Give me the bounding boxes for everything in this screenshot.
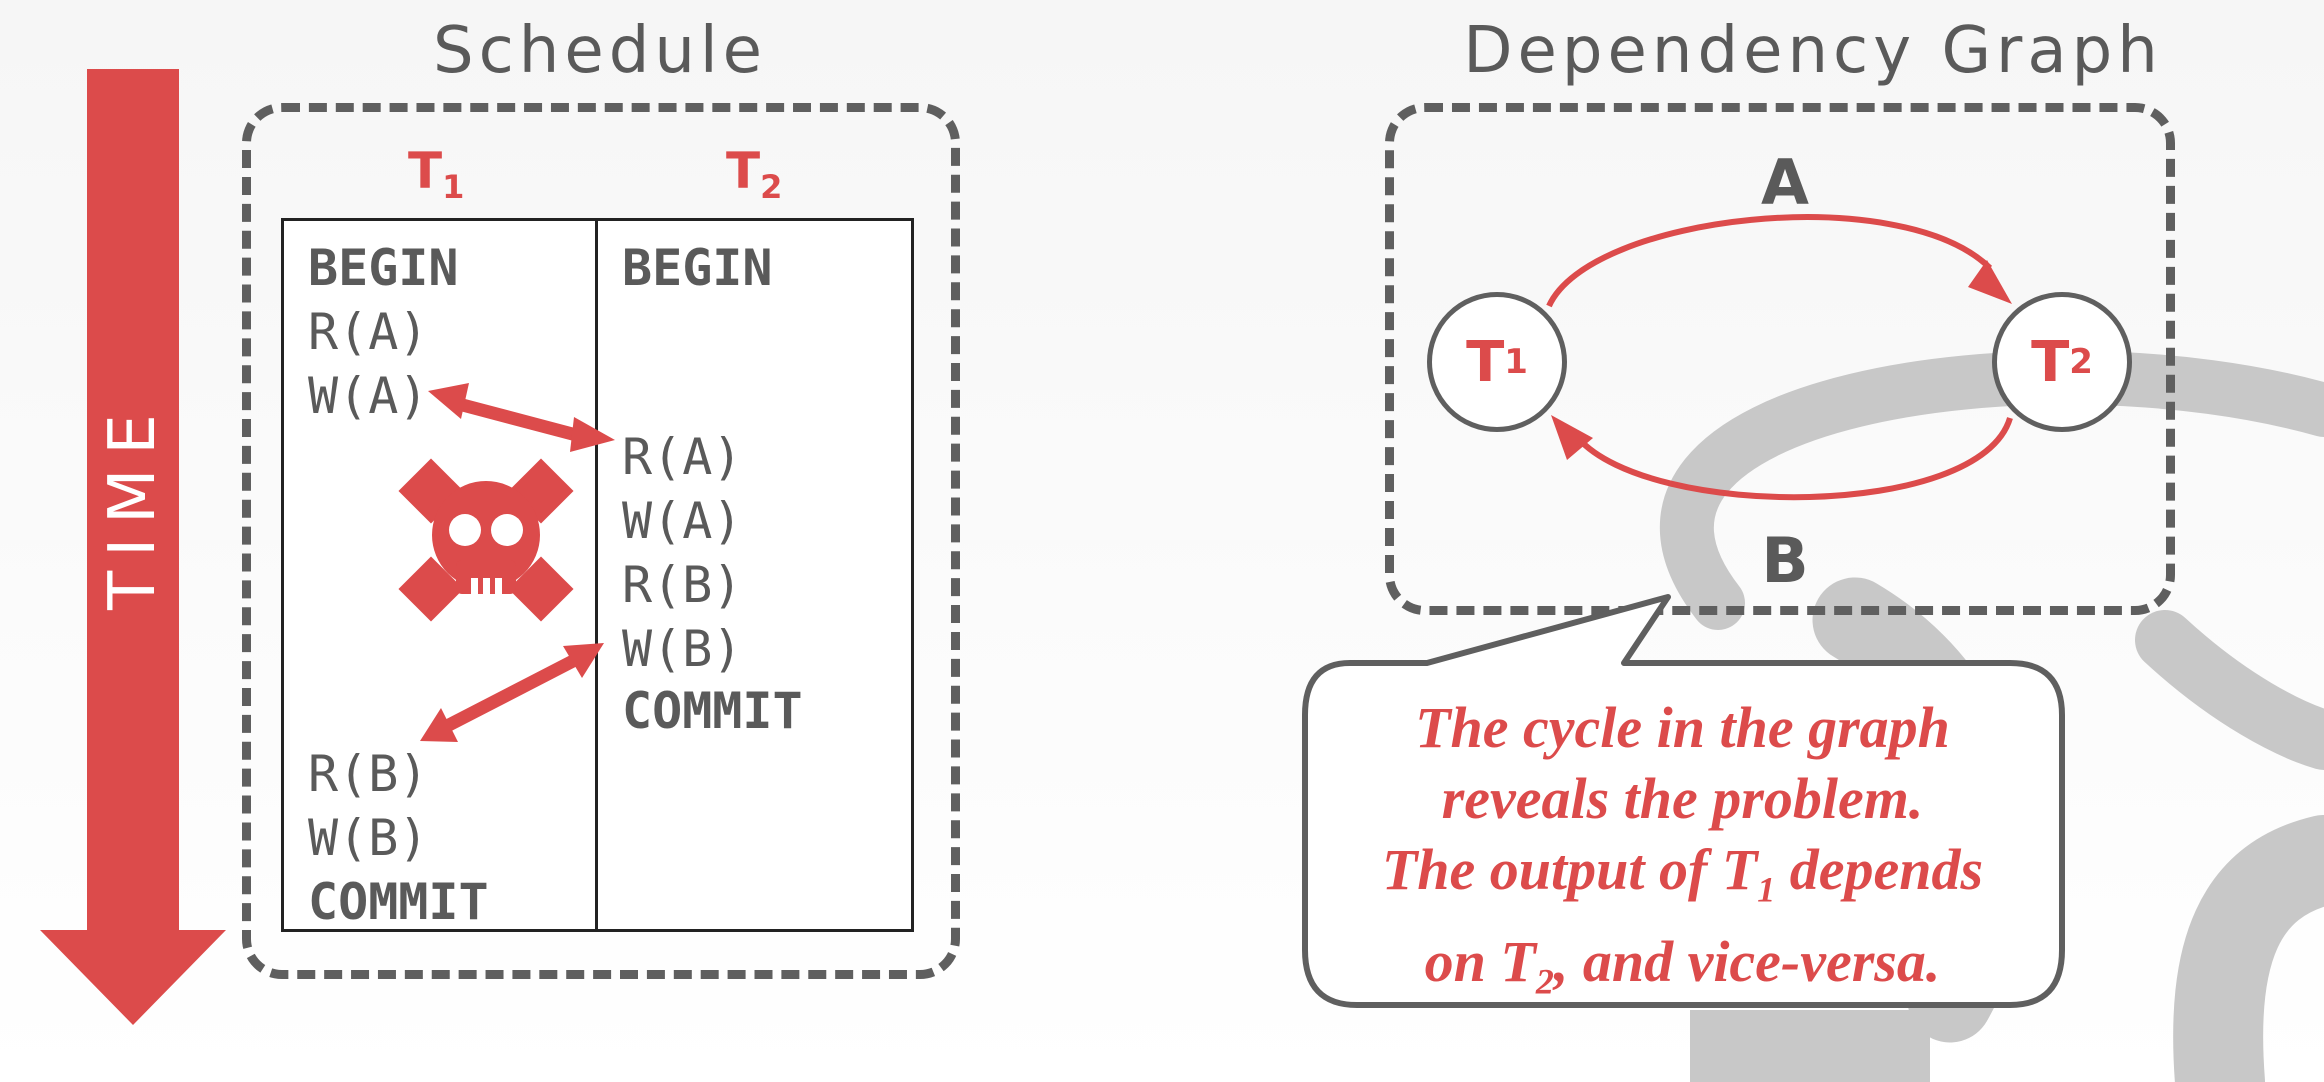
t1-op-read-b: R(B) bbox=[308, 745, 429, 803]
dependency-edges bbox=[1546, 214, 2013, 501]
callout-text: The cycle in the graph reveals the probl… bbox=[1305, 692, 2060, 1017]
t2-op-write-b: W(B) bbox=[622, 620, 743, 678]
edge-a-label: A bbox=[1761, 146, 1809, 219]
t2-op-read-b: R(B) bbox=[622, 556, 743, 614]
t1-op-write-a: W(A) bbox=[308, 367, 429, 425]
edge-b-arrow bbox=[1575, 417, 2013, 501]
t1-op-begin: BEGIN bbox=[308, 239, 459, 297]
t1-op-read-a: R(A) bbox=[308, 303, 429, 361]
time-arrow-shaft bbox=[87, 69, 179, 937]
t2-op-read-a: R(A) bbox=[622, 428, 743, 486]
callout-line-3: The output of T1 depends bbox=[1381, 837, 1984, 910]
edge-b-label: B bbox=[1761, 524, 1809, 597]
t2-op-commit: COMMIT bbox=[622, 682, 803, 740]
dependency-graph-title: Dependency Graph bbox=[1463, 14, 2163, 88]
t2-op-begin: BEGIN bbox=[622, 239, 773, 297]
t1-op-commit: COMMIT bbox=[308, 873, 489, 931]
t1-column-header: T1 bbox=[408, 142, 465, 206]
callout-line-4: on T2, and vice-versa. bbox=[1424, 928, 1941, 1002]
dependency-graph-frame bbox=[1385, 103, 2175, 615]
callout-line-1: The cycle in the graph bbox=[1415, 695, 1950, 760]
edge-a-arrow bbox=[1546, 214, 1993, 308]
skull-crossbones-icon bbox=[398, 458, 574, 622]
schedule-title: Schedule bbox=[432, 14, 768, 88]
conflict-arrow-b bbox=[420, 643, 604, 742]
conflict-arrow-a bbox=[428, 383, 615, 452]
t2-column-header: T2 bbox=[726, 142, 783, 206]
t1-op-write-b: W(B) bbox=[308, 809, 429, 867]
conflict-arrows bbox=[398, 383, 615, 742]
time-arrow-head bbox=[40, 930, 226, 1025]
t2-op-write-a: W(A) bbox=[622, 492, 743, 550]
schedule-column-divider bbox=[595, 218, 598, 932]
callout-line-2: reveals the problem. bbox=[1441, 766, 1924, 831]
schedule-frame bbox=[242, 103, 960, 979]
